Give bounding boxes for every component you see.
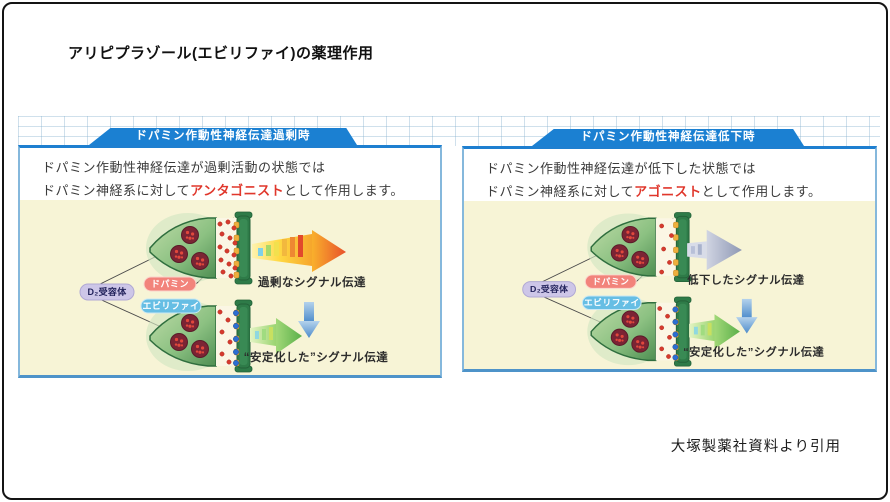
dopamine-label: ドパミン bbox=[143, 276, 197, 292]
signal-bottom-label: “安定化した”シグナル伝達 bbox=[683, 345, 825, 359]
agonist-accent: アゴニスト bbox=[634, 184, 702, 199]
abilify-label: エビリファイ bbox=[140, 298, 202, 314]
panel-dopamine-excess: ドパミン作動性神経伝達過剰時 ドパミン作動性神経伝達が過剰活動の状態では ドパミ… bbox=[18, 128, 442, 378]
panel-body: ドパミン作動性神経伝達が過剰活動の状態では ドパミン神経系に対してアンタゴニスト… bbox=[18, 145, 442, 378]
antagonist-accent: アンタゴニスト bbox=[190, 183, 285, 198]
svg-text:エビリファイ: エビリファイ bbox=[584, 297, 640, 308]
synapse-bottom-illustration bbox=[587, 296, 692, 367]
svg-text:D₂受容体: D₂受容体 bbox=[88, 286, 128, 297]
panel-body: ドパミン作動性神経伝達が低下した状態では ドパミン神経系に対してアゴニストとして… bbox=[462, 146, 877, 372]
description-line-2: ドパミン神経系に対してアゴニストとして作用します。 bbox=[486, 184, 822, 199]
synapse-top-illustration bbox=[146, 211, 253, 285]
panel-header-excess: ドパミン作動性神経伝達過剰時 bbox=[89, 128, 357, 145]
description-line-1: ドパミン作動性神経伝達が過剰活動の状態では bbox=[42, 160, 326, 175]
synapse-bottom-illustration bbox=[146, 299, 253, 373]
svg-text:ドパミン: ドパミン bbox=[592, 276, 629, 287]
description-line-1: ドパミン作動性神経伝達が低下した状態では bbox=[486, 161, 757, 176]
excess-signal-arrow bbox=[252, 230, 346, 272]
down-arrow-icon bbox=[736, 298, 758, 334]
dopamine-label: ドパミン bbox=[584, 274, 637, 289]
mechanism-diagram-excess: 過剰なシグナル伝達 bbox=[20, 200, 440, 375]
stabilized-signal-arrow bbox=[250, 318, 302, 354]
svg-text:ドパミン: ドパミン bbox=[151, 278, 189, 289]
svg-text:D₂受容体: D₂受容体 bbox=[530, 283, 568, 294]
panel-description: ドパミン作動性神経伝達が過剰活動の状態では ドパミン神経系に対してアンタゴニスト… bbox=[20, 148, 440, 202]
description-line-2: ドパミン神経系に対してアンタゴニストとして作用します。 bbox=[42, 183, 404, 198]
stabilized-signal-arrow bbox=[689, 314, 740, 349]
signal-top-label: 低下したシグナル伝達 bbox=[686, 273, 805, 287]
panel-header-deficit: ドパミン作動性神経伝達低下時 bbox=[532, 129, 804, 146]
panel-dopamine-deficit: ドパミン作動性神経伝達低下時 ドパミン作動性神経伝達が低下した状態では ドパミン… bbox=[462, 129, 877, 372]
d2-receptor-label: D₂受容体 bbox=[79, 283, 135, 301]
page-title: アリピプラゾール(エビリファイ)の薬理作用 bbox=[68, 45, 374, 62]
svg-text:エビリファイ: エビリファイ bbox=[142, 300, 199, 311]
reduced-signal-arrow bbox=[687, 229, 742, 271]
mechanism-diagram-deficit: 低下したシグナル伝達 bbox=[464, 201, 875, 369]
d2-receptor-label: D₂受容体 bbox=[522, 281, 577, 298]
synapse-top-illustration bbox=[587, 212, 692, 283]
signal-bottom-label: “安定化した”シグナル伝達 bbox=[244, 350, 389, 364]
citation-text: 大塚製薬社資料より引用 bbox=[670, 439, 841, 455]
panel-description: ドパミン作動性神経伝達が低下した状態では ドパミン神経系に対してアゴニストとして… bbox=[464, 149, 875, 203]
down-arrow-icon bbox=[298, 302, 320, 338]
abilify-label: エビリファイ bbox=[581, 295, 642, 310]
signal-top-label: 過剰なシグナル伝達 bbox=[257, 275, 366, 289]
